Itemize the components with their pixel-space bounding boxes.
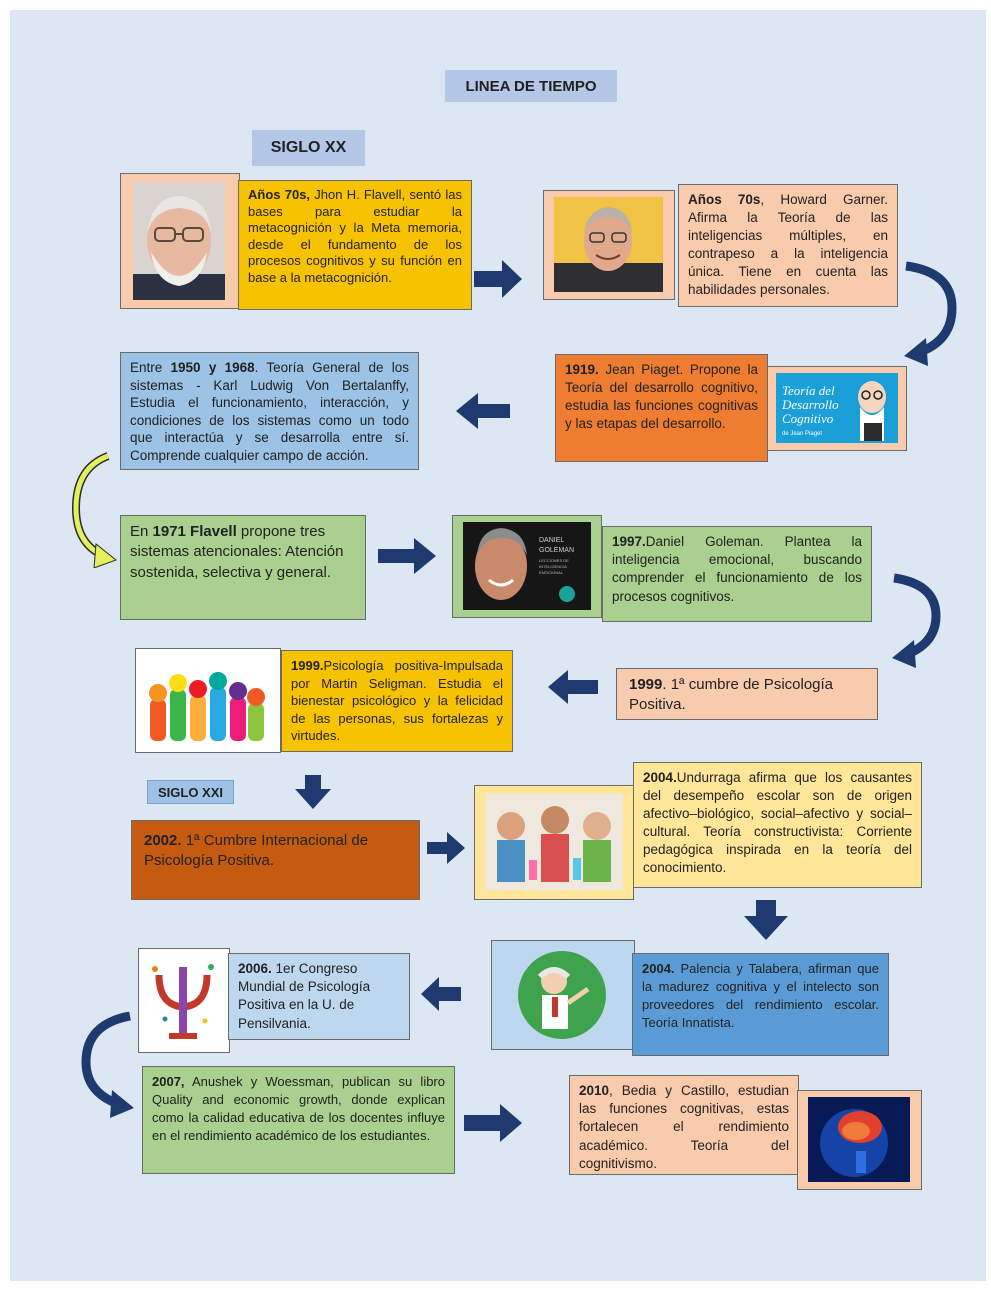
page-title: LINEA DE TIEMPO (445, 70, 617, 102)
arrow-right-icon (464, 1104, 522, 1142)
event-text: . Teoría General de los sistemas - Karl … (130, 360, 409, 463)
garner-portrait (543, 190, 675, 300)
piaget-badge: Teoría del Desarrollo Cognitivo de Jean … (767, 366, 907, 451)
event-year: Años 70s, (248, 187, 311, 202)
event-text: Jhon H. Flavell, sentó las bases para es… (248, 187, 462, 285)
event-year: 1999 (629, 676, 663, 693)
event-piaget-1919: 1919. Jean Piaget. Propone la Teoría del… (555, 354, 768, 462)
event-year: 2007, (152, 1074, 185, 1089)
event-year: 1971 Flavell (152, 523, 237, 540)
event-year: 1999. (291, 658, 324, 673)
goleman-portrait: DANIEL GOLEMAN LECCIONES DE INTELIGENCIA… (452, 515, 602, 618)
event-garner-70s: Años 70s, Howard Garner. Afirma la Teorí… (678, 184, 898, 307)
curved-arrow-down-icon (904, 261, 957, 366)
event-text: 1ª Cumbre Internacional de Psicología Po… (144, 832, 369, 870)
cover-line4: INTELIGENCIA (539, 564, 567, 569)
century-label-xx-text: SIGLO XX (270, 139, 347, 156)
curved-arrow-down-yellow-icon (71, 452, 118, 568)
cover-line5: EMOCIONAL (539, 570, 564, 575)
event-prefix: En (130, 523, 153, 540)
event-prefix: Entre (130, 360, 171, 375)
event-flavell-1971: En 1971 Flavell propone tres sistemas at… (120, 515, 366, 620)
century-label-xxi: SIGLO XXI (147, 780, 234, 804)
event-cumbre-internacional-2002: 2002. 1ª Cumbre Internacional de Psicolo… (131, 820, 420, 900)
arrow-left-icon (456, 393, 510, 429)
event-year: 1950 y 1968 (170, 360, 255, 375)
event-text: , Bedia y Castillo, estudian las funcion… (579, 1083, 789, 1171)
event-year: 2002. (144, 832, 182, 849)
event-anushek-woessman-2007: 2007, Anushek y Woessman, publican su li… (142, 1066, 455, 1174)
event-year: 2004. (643, 770, 677, 785)
cover-line1: DANIEL (539, 537, 564, 544)
event-text: Jean Piaget. Propone la Teoría del desar… (565, 362, 758, 431)
arrow-left-icon (421, 977, 461, 1011)
psi-symbol-image (138, 948, 230, 1053)
event-year: 2004. (642, 961, 675, 976)
event-year: 2010 (579, 1083, 610, 1098)
arrow-down-icon (744, 900, 788, 940)
event-undurraga-2004: 2004.Undurraga afirma que los causantes … (633, 762, 922, 888)
event-cumbre-1999: 1999. 1ª cumbre de Psicología Positiva. (616, 668, 878, 720)
event-text: Palencia y Talabera, afirman que la madu… (642, 961, 879, 1030)
event-text: Anushek y Woessman, publican su libro Qu… (152, 1074, 445, 1143)
curved-arrow-down-icon (892, 573, 941, 668)
event-palencia-talabera-2004: 2004. Palencia y Talabera, afirman que l… (632, 953, 889, 1056)
badge-line4: de Jean Piaget (782, 431, 822, 437)
cover-line3: LECCIONES DE (539, 558, 569, 563)
event-year: 1919. (565, 362, 599, 377)
innatist-teacher-image (491, 940, 635, 1050)
event-year: 1997. (612, 534, 646, 549)
arrow-right-icon (427, 832, 465, 864)
badge-line1: Teoría del (782, 383, 835, 398)
arrow-left-icon (548, 670, 598, 704)
event-text: Daniel Goleman. Plantea la inteligencia … (612, 534, 862, 604)
flavell-portrait (120, 173, 240, 309)
event-text: . 1ª cumbre de Psicología Positiva. (629, 676, 834, 714)
event-bedia-castillo-2010: 2010, Bedia y Castillo, estudian las fun… (569, 1075, 799, 1175)
cover-line2: GOLEMAN (539, 547, 574, 554)
century-label-xx: SIGLO XX (252, 130, 365, 166)
event-text: 1er Congreso Mundial de Psicología Posit… (238, 961, 371, 1031)
arrow-right-icon (378, 538, 436, 574)
badge-line3: Cognitivo (782, 411, 834, 426)
event-text: propone tres sistemas atencionales: Aten… (130, 523, 344, 581)
event-text: Undurraga afirma que los causantes del d… (643, 770, 912, 876)
curved-arrow-down-icon (81, 1011, 134, 1118)
event-text: , Howard Garner. Afirma la Teoría de las… (688, 192, 888, 297)
arrow-right-icon (474, 260, 522, 298)
children-lab-image (474, 785, 634, 900)
arrow-down-icon (295, 775, 331, 809)
timeline-canvas: LINEA DE TIEMPO SIGLO XX Años 70s, Jhon … (10, 10, 986, 1281)
colorful-hands-image (135, 648, 281, 753)
page-title-text: LINEA DE TIEMPO (465, 77, 597, 95)
event-goleman-1997: 1997.Daniel Goleman. Plantea la intelige… (602, 526, 872, 622)
event-seligman-1999: 1999.Psicología positiva-Impulsada por M… (281, 650, 513, 752)
badge-line2: Desarrollo (781, 397, 839, 412)
event-flavell-70s: Años 70s, Jhon H. Flavell, sentó las bas… (238, 180, 472, 310)
brain-image (797, 1090, 922, 1190)
event-text: Psicología positiva-Impulsada por Martin… (291, 658, 503, 744)
century-label-xxi-text: SIGLO XXI (157, 784, 223, 800)
event-year: Años 70s (688, 192, 761, 207)
event-congreso-2006: 2006. 1er Congreso Mundial de Psicología… (228, 953, 410, 1040)
event-year: 2006. (238, 961, 272, 976)
event-bertalanffy-1950-1968: Entre 1950 y 1968. Teoría General de los… (120, 352, 419, 470)
